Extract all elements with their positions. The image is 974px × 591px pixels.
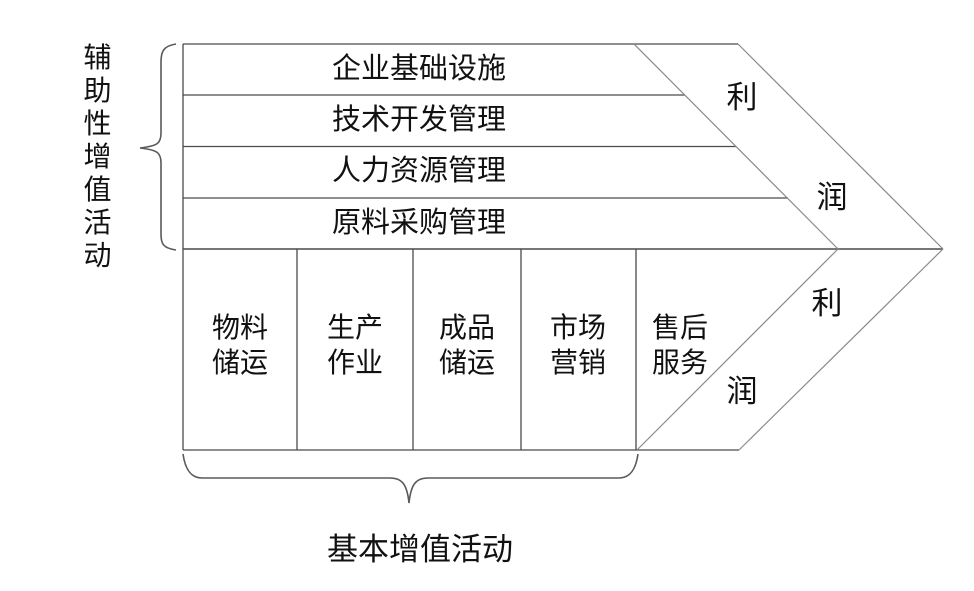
primary-column-outbound-logistics: 成品储运 — [438, 313, 495, 379]
profit-upper-char-1: 利 — [726, 80, 758, 115]
inner-upper-diagonal — [633, 43, 839, 250]
primary-column-after-sales-service: 售后服务 — [651, 313, 708, 379]
support-row-procurement: 原料采购管理 — [331, 207, 506, 239]
profit-lower-char-2: 润 — [726, 374, 758, 409]
profit-lower-char-1: 利 — [811, 286, 843, 321]
inner-lower-diagonal — [636, 248, 839, 451]
support-row-human-resources: 人力资源管理 — [331, 155, 506, 187]
support-row-technology: 技术开发管理 — [331, 104, 506, 136]
profit-upper-char-2: 润 — [816, 180, 848, 215]
support-row-infrastructure: 企业基础设施 — [331, 53, 506, 85]
outer-lower-diagonal — [738, 248, 944, 451]
primary-column-marketing: 市场营销 — [549, 313, 606, 379]
support-activities-caption: 辅助性增值活动 — [83, 43, 112, 272]
primary-column-inbound-logistics: 物料储运 — [211, 313, 268, 379]
primary-activities-caption: 基本增值活动 — [327, 532, 513, 567]
outer-upper-diagonal — [737, 43, 944, 250]
bottom-brace — [182, 453, 639, 504]
left-brace — [139, 43, 177, 251]
primary-column-operations: 生产作业 — [326, 313, 383, 379]
